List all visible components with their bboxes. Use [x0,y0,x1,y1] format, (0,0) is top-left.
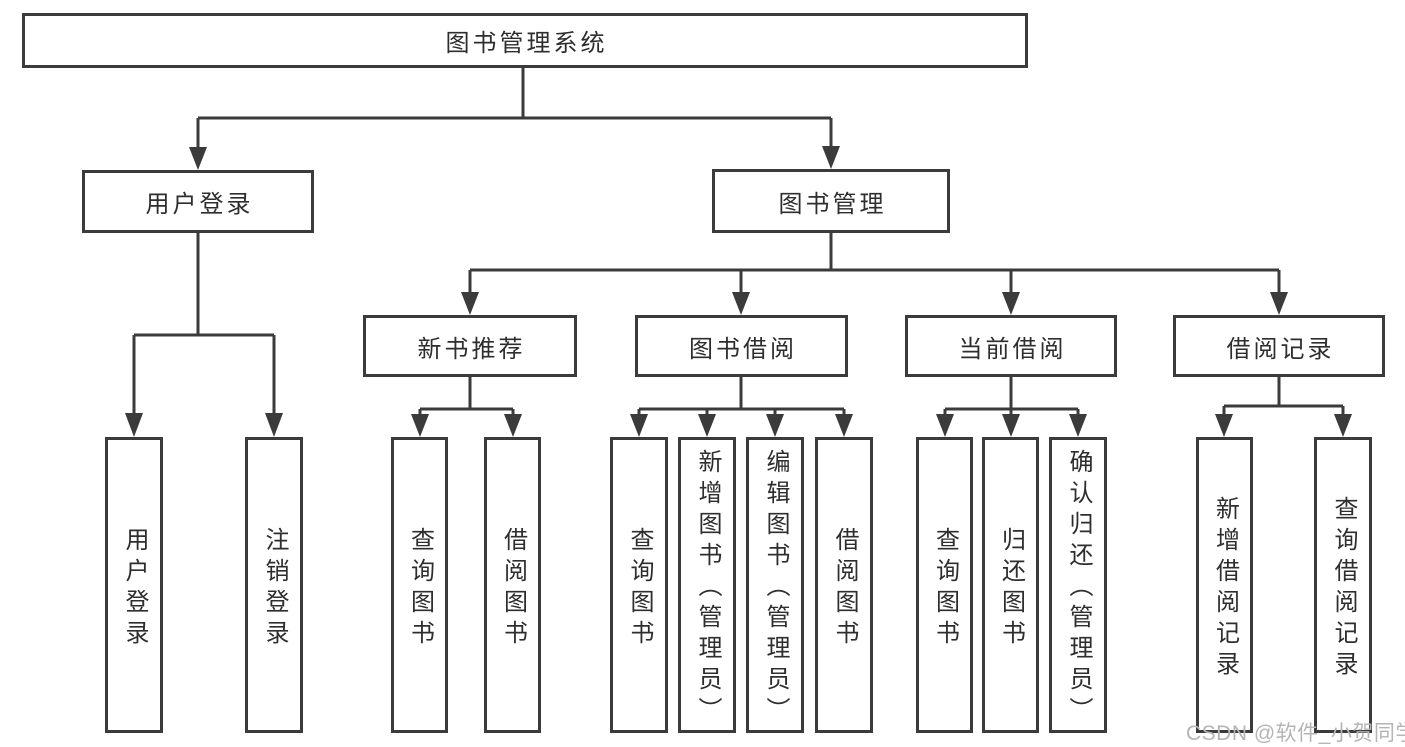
node-leaf-borrow-books-2-label: 借阅图书 [831,526,858,651]
node-root-label: 图书管理系统 [445,30,608,57]
node-user-login: 用户登录 [82,170,314,233]
node-leaf-add-borrow-record: 新增借阅记录 [1196,437,1253,733]
node-leaf-borrow-books-1-label: 借阅图书 [499,526,527,651]
node-new-book-recommend: 新书推荐 [363,315,577,377]
arrowheads [125,146,1352,437]
node-root: 图书管理系统 [22,13,1028,68]
node-leaf-logout: 注销登录 [245,437,303,733]
node-book-borrow: 图书借阅 [635,315,848,377]
node-current-borrow-label: 当前借阅 [958,335,1067,363]
node-leaf-edit-books-admin-label: 编辑图书（管理员） [762,449,789,728]
node-leaf-borrow-books-1: 借阅图书 [484,437,541,733]
node-leaf-query-books-1: 查询图书 [391,437,448,733]
node-leaf-confirm-return-admin: 确认归还（管理员） [1049,437,1107,733]
watermark: CSDN @软件_小贺同学 [1186,722,1405,745]
node-leaf-return-books: 归还图书 [982,437,1039,733]
node-current-borrow: 当前借阅 [905,315,1117,377]
node-leaf-query-borrow-record: 查询借阅记录 [1314,437,1372,733]
node-new-book-recommend-label: 新书推荐 [417,335,526,363]
node-leaf-user-login-label: 用户登录 [121,526,148,651]
node-borrow-records: 借阅记录 [1173,315,1385,377]
node-leaf-borrow-books-2: 借阅图书 [815,437,873,733]
node-book-management: 图书管理 [712,169,950,233]
node-leaf-edit-books-admin: 编辑图书（管理员） [746,437,804,733]
node-leaf-return-books-label: 归还图书 [997,526,1025,651]
node-book-management-label: 图书管理 [778,190,887,218]
node-leaf-query-books-2-label: 查询图书 [626,526,653,651]
node-leaf-logout-label: 注销登录 [261,526,288,651]
node-leaf-query-books-3-label: 查询图书 [931,526,959,651]
node-user-login-label: 用户登录 [145,191,254,218]
node-leaf-query-books-2: 查询图书 [610,437,668,733]
node-leaf-query-borrow-record-label: 查询借阅记录 [1330,495,1357,682]
node-leaf-query-books-1-label: 查询图书 [406,526,434,651]
node-leaf-user-login: 用户登录 [105,437,163,733]
node-book-borrow-label: 图书借阅 [689,335,797,363]
node-leaf-add-books-admin-label: 新增图书（管理员） [694,449,721,728]
node-leaf-add-books-admin: 新增图书（管理员） [678,437,736,733]
node-borrow-records-label: 借阅记录 [1226,335,1335,363]
node-leaf-add-borrow-record-label: 新增借阅记录 [1211,495,1239,682]
node-leaf-query-books-3: 查询图书 [916,437,973,733]
node-leaf-confirm-return-admin-label: 确认归还（管理员） [1065,449,1092,728]
